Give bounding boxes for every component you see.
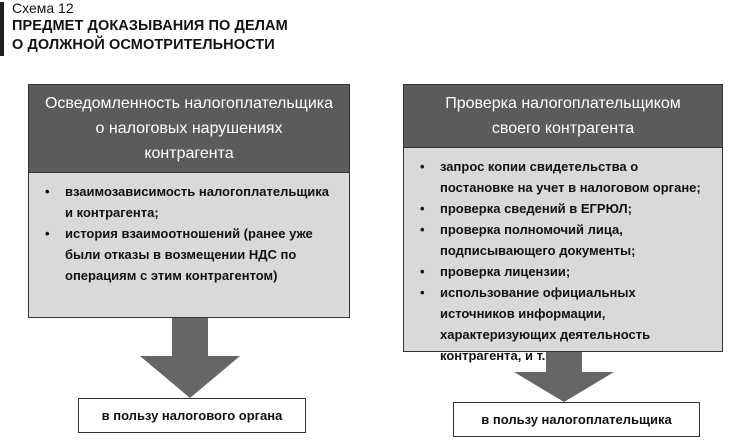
title-accent-bar [0, 2, 4, 56]
scheme-title-line-2: О ДОЛЖНОЙ ОСМОТРИТЕЛЬНОСТИ [12, 37, 275, 53]
list-item: взаимозависимость налогоплательщика и ко… [45, 181, 339, 223]
awareness-header: Осведомленность налогоплательщика о нало… [29, 85, 349, 173]
header-line: контрагента [144, 145, 234, 162]
down-arrow-icon [140, 318, 240, 398]
list-item: использование официальных источников инф… [420, 282, 712, 366]
verification-list: запрос копии свидетельства о постановке … [404, 148, 722, 372]
down-arrow-icon [514, 352, 614, 402]
header-line: своего контрагента [491, 120, 635, 137]
list-item: история взаимоотношений (ранее уже были … [45, 223, 339, 286]
awareness-box: Осведомленность налогоплательщика о нало… [28, 84, 350, 318]
header-line: о налоговых нарушениях [95, 120, 283, 137]
awareness-list: взаимозависимость налогоплательщика и ко… [29, 173, 349, 292]
list-item: запрос копии свидетельства о постановке … [420, 156, 712, 198]
header-line: Осведомленность налогоплательщика [44, 95, 334, 112]
list-item: проверка полномочий лица, подписывающего… [420, 219, 712, 261]
result-tax-authority: в пользу налогового органа [78, 398, 306, 433]
list-item: проверка сведений в ЕГРЮЛ; [420, 198, 712, 219]
header-line: Проверка налогоплательщиком [445, 95, 681, 112]
result-taxpayer: в пользу налогоплательщика [453, 402, 700, 437]
list-item: проверка лицензии; [420, 261, 712, 282]
scheme-title-line-1: ПРЕДМЕТ ДОКАЗЫВАНИЯ ПО ДЕЛАМ [12, 18, 288, 34]
verification-box: Проверка налогоплательщиком своего контр… [403, 84, 723, 363]
scheme-caption: Схема 12 [12, 0, 74, 16]
verification-header: Проверка налогоплательщиком своего контр… [404, 85, 722, 148]
